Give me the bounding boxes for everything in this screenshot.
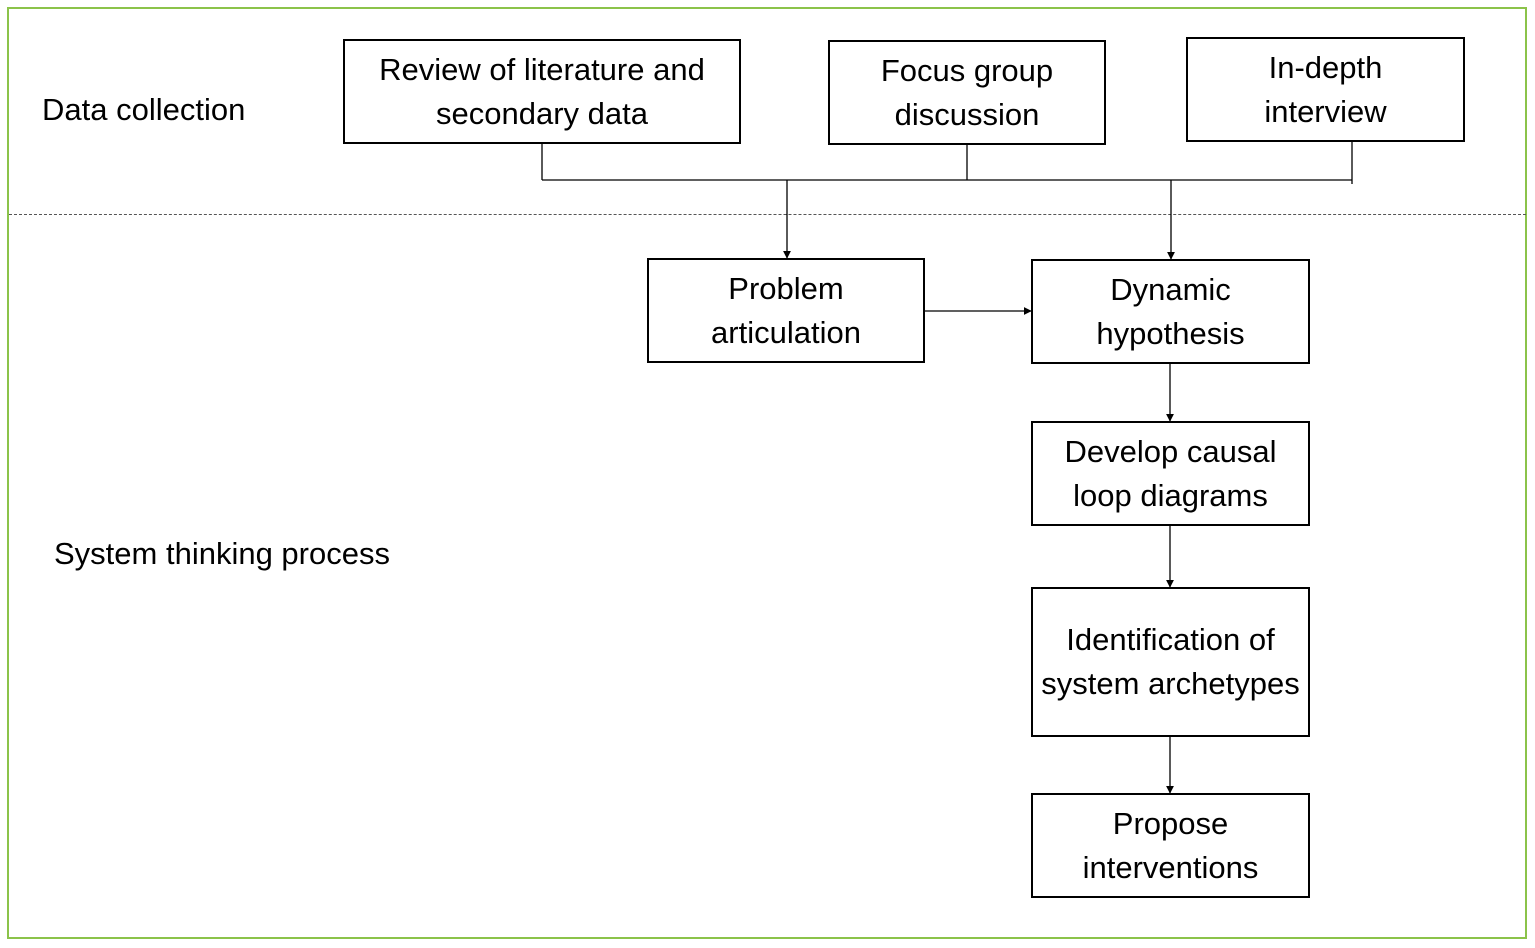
problem-articulation-text: Problem articulation xyxy=(711,270,861,350)
system-archetypes-box: Identification of system archetypes xyxy=(1031,587,1310,737)
literature-review-box: Review of literature and secondary data xyxy=(343,39,741,144)
interventions-text: Propose interventions xyxy=(1082,805,1259,885)
in-depth-interview-text: In-depth interview xyxy=(1264,49,1387,129)
data-collection-label: Data collection xyxy=(42,92,246,127)
causal-loop-text: Develop causal loop diagrams xyxy=(1064,433,1277,513)
causal-loop-box: Develop causal loop diagrams xyxy=(1031,421,1310,526)
focus-group-text: Focus group discussion xyxy=(880,52,1054,132)
problem-articulation-box: Problem articulation xyxy=(647,258,925,363)
dynamic-hypothesis-text: Dynamic hypothesis xyxy=(1096,271,1245,351)
system-archetypes-text: Identification of system archetypes xyxy=(1041,622,1300,701)
system-thinking-label: System thinking process xyxy=(54,536,390,571)
focus-group-box: Focus group discussion xyxy=(828,40,1106,145)
outer-frame xyxy=(7,7,1527,939)
interventions-box: Propose interventions xyxy=(1031,793,1310,898)
literature-review-text: Review of literature and secondary data xyxy=(379,51,705,131)
in-depth-interview-box: In-depth interview xyxy=(1186,37,1465,142)
section-divider xyxy=(9,214,1526,215)
dynamic-hypothesis-box: Dynamic hypothesis xyxy=(1031,259,1310,364)
